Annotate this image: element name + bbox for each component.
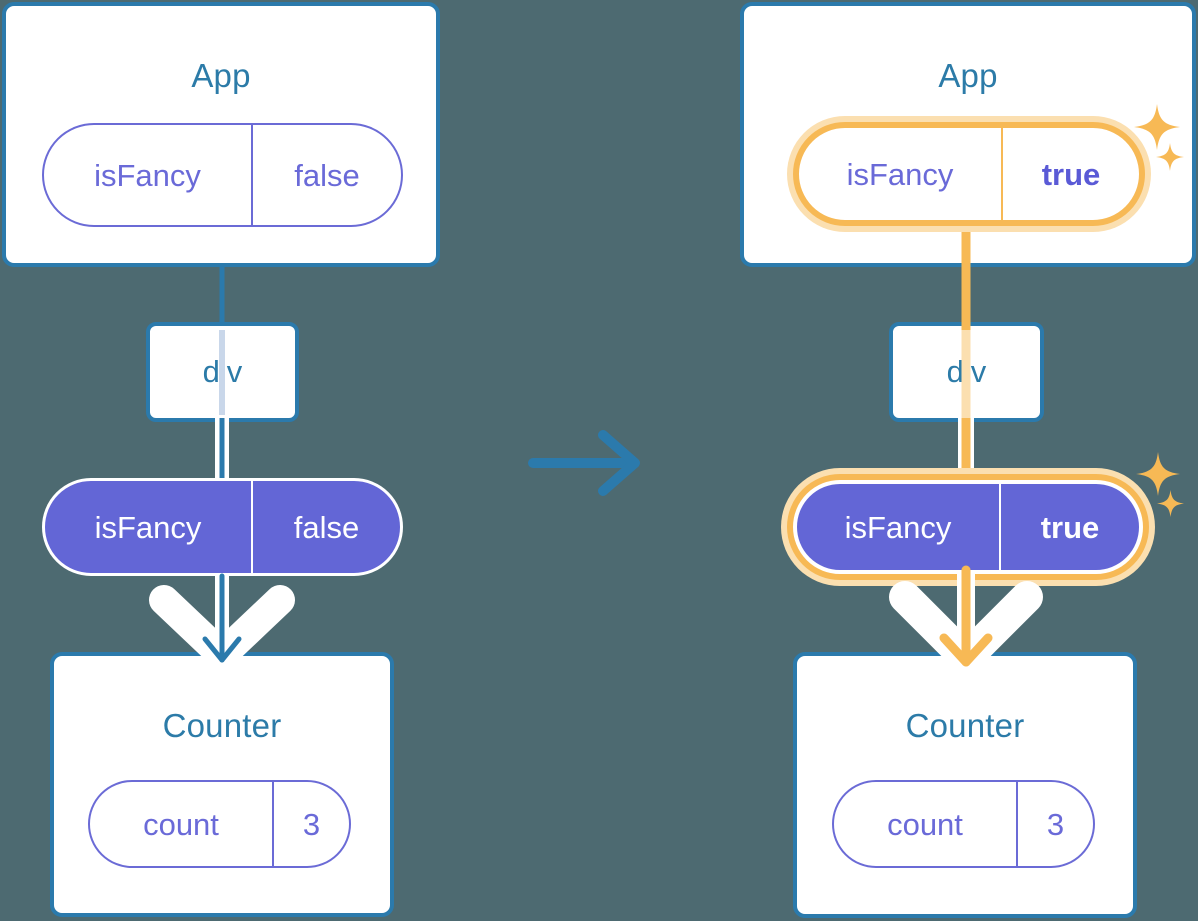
counter-state-name-before: count <box>143 806 219 842</box>
app-title-before: App <box>191 57 251 94</box>
div-box-before: div <box>146 322 299 422</box>
counter-state-value-before: 3 <box>272 782 349 866</box>
prop-pill-after[interactable]: isFancy true <box>793 480 1143 574</box>
div-label-before: div <box>202 354 243 389</box>
counter-title-after: Counter <box>905 707 1025 744</box>
app-state-value-before: false <box>251 125 401 225</box>
div-label-after: div <box>946 354 987 389</box>
app-state-pill-after[interactable]: isFancy true <box>793 122 1145 226</box>
counter-state-pill-after[interactable]: count 3 <box>832 780 1095 868</box>
app-state-pill-before[interactable]: isFancy false <box>42 123 403 227</box>
app-state-name-before: isFancy <box>94 157 201 193</box>
prop-name-before: isFancy <box>94 509 202 545</box>
counter-title-before: Counter <box>162 707 282 744</box>
div-box-after: div <box>889 322 1044 422</box>
prop-name-after: isFancy <box>844 509 952 545</box>
counter-state-pill-before[interactable]: count 3 <box>88 780 351 868</box>
sparkle-small-icon-app-after <box>1156 143 1184 171</box>
app-title-after: App <box>938 57 998 94</box>
prop-value-before: false <box>251 481 400 573</box>
counter-state-value-after: 3 <box>1016 782 1093 866</box>
sparkle-small-icon-prop-after <box>1157 490 1184 517</box>
app-state-value-after: true <box>1001 128 1139 220</box>
arrow-right-icon <box>528 430 640 496</box>
sparkle-large-icon-app-after <box>1134 104 1180 150</box>
counter-state-name-after: count <box>887 806 963 842</box>
prop-value-after: true <box>999 484 1139 570</box>
prop-pill-before[interactable]: isFancy false <box>42 478 403 576</box>
app-state-name-after: isFancy <box>846 156 954 192</box>
sparkle-large-icon-prop-after <box>1136 452 1180 496</box>
